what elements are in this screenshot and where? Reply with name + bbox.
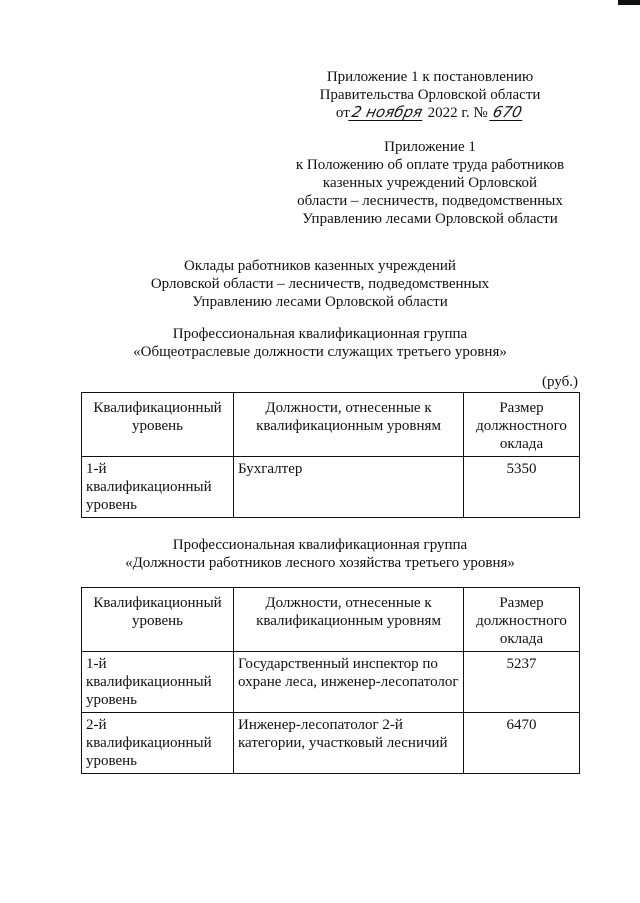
appendix-regulation-line4: области – лесничеств, подведомственных — [297, 193, 563, 209]
table-row: 1-й квалификационный уровень Бухгалтер 5… — [81, 456, 580, 518]
header-positions: Должности, отнесенные к квалификационным… — [233, 587, 464, 652]
title-line2: Орловской области – лесничеств, подведом… — [150, 276, 490, 292]
appendix-order-line1: Приложение 1 к постановлению — [326, 69, 534, 85]
group1-line1: Профессиональная квалификационная группа — [172, 326, 468, 342]
row-level: 1-й квалификационный уровень — [81, 456, 234, 518]
from-prefix: от — [335, 105, 350, 121]
title-line3: Управлению лесами Орловской области — [192, 294, 448, 310]
year-text: 2022 г. № — [427, 105, 488, 121]
row-salary: 5237 — [463, 651, 580, 713]
appendix-regulation-line5: Управлению лесами Орловской области — [302, 211, 558, 227]
salary-table-2: Квалификационный уровень Должности, отне… — [81, 587, 580, 774]
group2-line2: «Должности работников лесного хозяйства … — [125, 555, 515, 571]
table-header-row: Квалификационный уровень Должности, отне… — [81, 587, 580, 652]
appendix-regulation-header: Приложение 1 к Положению об оплате труда… — [270, 138, 590, 228]
appendix-regulation-line1: Приложение 1 — [384, 139, 476, 155]
handwritten-number: 670 — [489, 103, 526, 121]
table-row: 2-й квалификационный уровень Инженер-лес… — [81, 712, 580, 774]
document-title: Оклады работников казенных учреждений Ор… — [60, 257, 580, 311]
title-line1: Оклады работников казенных учреждений — [184, 258, 456, 274]
header-level: Квалификационный уровень — [81, 392, 234, 457]
corner-mark — [618, 0, 640, 5]
row-positions: Бухгалтер — [233, 456, 464, 518]
table-row: 1-й квалификационный уровень Государстве… — [81, 651, 580, 713]
row-salary: 6470 — [463, 712, 580, 774]
group2-heading: Профессиональная квалификационная группа… — [60, 536, 580, 572]
appendix-regulation-line2: к Положению об оплате труда работников — [295, 157, 565, 173]
row-level: 2-й квалификационный уровень — [81, 712, 234, 774]
group2-line1: Профессиональная квалификационная группа — [172, 537, 468, 553]
appendix-order-header: Приложение 1 к постановлению Правительст… — [285, 68, 575, 122]
salary-table-1: Квалификационный уровень Должности, отне… — [81, 392, 580, 518]
row-positions: Государственный инспектор по охране леса… — [233, 651, 464, 713]
header-salary: Размер должностного оклада — [463, 392, 580, 457]
header-positions: Должности, отнесенные к квалификационным… — [233, 392, 464, 457]
appendix-order-line2: Правительства Орловской области — [319, 87, 541, 103]
handwritten-date: 2 ноября — [347, 103, 426, 121]
row-level: 1-й квалификационный уровень — [81, 651, 234, 713]
row-positions: Инженер-лесопатолог 2-й категории, участ… — [233, 712, 464, 774]
row-salary: 5350 — [463, 456, 580, 518]
table-header-row: Квалификационный уровень Должности, отне… — [81, 392, 580, 457]
header-salary: Размер должностного оклада — [463, 587, 580, 652]
appendix-regulation-line3: казенных учреждений Орловской — [322, 175, 538, 191]
group1-line2: «Общеотраслевые должности служащих треть… — [133, 344, 507, 360]
group1-heading: Профессиональная квалификационная группа… — [60, 325, 580, 361]
appendix-order-date-line: от2 ноября 2022 г. № 670 — [285, 103, 575, 122]
header-level: Квалификационный уровень — [81, 587, 234, 652]
currency-unit: (руб.) — [542, 374, 578, 390]
